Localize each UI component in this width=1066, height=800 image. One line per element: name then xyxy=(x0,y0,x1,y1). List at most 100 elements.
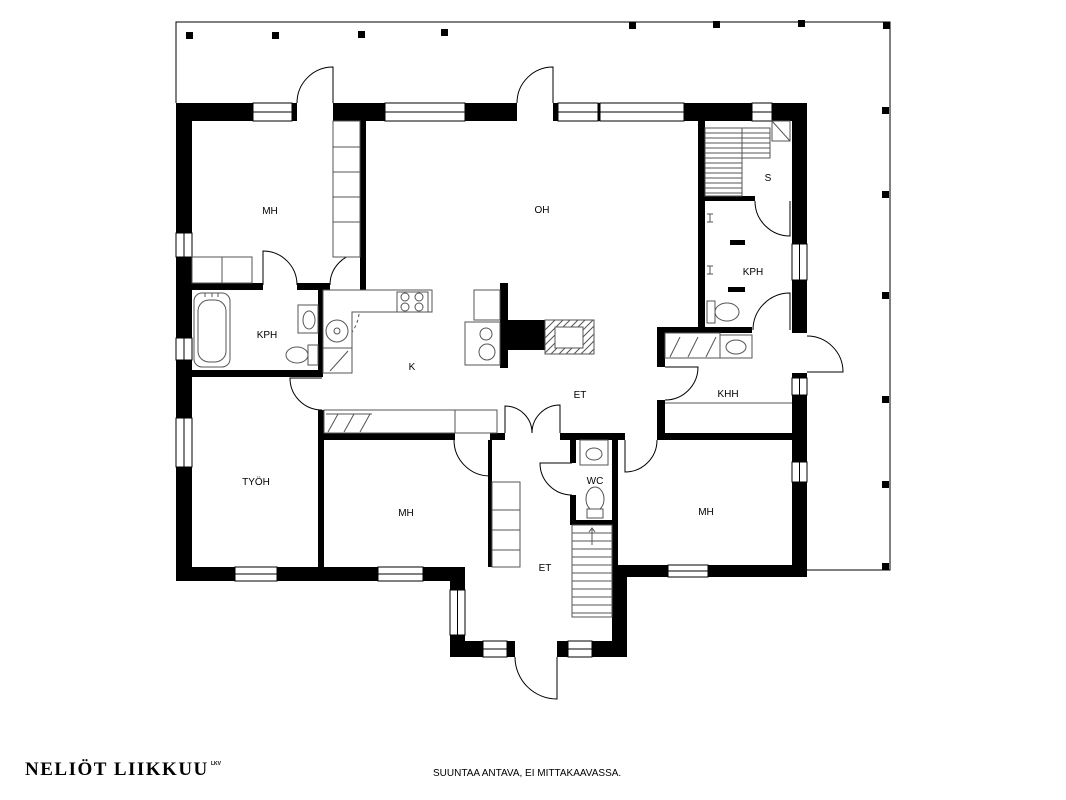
terrace-post xyxy=(883,22,890,29)
appliance-marks xyxy=(669,336,717,358)
washbasin-bowl xyxy=(302,310,316,330)
stove-base xyxy=(473,289,501,321)
terrace-post xyxy=(186,32,193,39)
terrace-post xyxy=(882,481,889,488)
door-swing xyxy=(516,66,554,104)
fixtures xyxy=(191,120,792,618)
window xyxy=(234,566,278,582)
window xyxy=(175,337,193,361)
appliance-marks xyxy=(326,413,372,433)
window xyxy=(557,102,599,122)
burner xyxy=(400,302,410,312)
terrace-post xyxy=(358,31,365,38)
fireplace-firebox xyxy=(554,326,584,349)
room-label-oh: OH xyxy=(535,205,550,216)
burner xyxy=(414,302,424,312)
washing-counter xyxy=(664,332,721,359)
room-label-mh-east: MH xyxy=(698,507,714,518)
wardrobe xyxy=(332,120,361,258)
room-label-kph-west: KPH xyxy=(257,330,278,341)
shower-head-icon xyxy=(707,265,713,275)
room-label-tyoh: TYÖH xyxy=(242,476,270,488)
door-swing xyxy=(624,439,658,473)
bathtub-faucet xyxy=(204,293,219,297)
terrace-post xyxy=(882,563,889,570)
door-swing xyxy=(806,335,844,373)
terrace-post xyxy=(882,396,889,403)
dishwasher-mark xyxy=(329,350,349,372)
wardrobe-dividers xyxy=(333,146,360,223)
window xyxy=(482,640,508,658)
window xyxy=(377,566,424,582)
burner xyxy=(400,292,410,302)
window xyxy=(175,232,193,258)
room-label-kph-east: KPH xyxy=(743,267,764,278)
door-swing xyxy=(262,250,298,286)
door-swing xyxy=(453,439,491,477)
doors xyxy=(262,66,844,700)
door-swing xyxy=(296,66,334,104)
room-label-mh-middle: MH xyxy=(398,508,414,519)
room-label-k: K xyxy=(409,362,416,373)
lower-cabinet xyxy=(454,409,498,434)
entry-wardrobe xyxy=(491,481,521,568)
stair-direction-arrow-icon xyxy=(588,527,596,545)
footer: NELIÖT LIIKKUU LKV SUUNTAA ANTAVA, EI MI… xyxy=(25,759,621,780)
window xyxy=(449,589,466,636)
window xyxy=(175,417,193,468)
sauna-bench-slats xyxy=(705,132,742,194)
terrace-post xyxy=(882,191,889,198)
door-swing xyxy=(539,462,573,496)
terrace-post xyxy=(798,20,805,27)
window xyxy=(384,102,466,122)
toilet-tank xyxy=(307,344,319,366)
burner xyxy=(414,292,424,302)
window xyxy=(791,377,808,396)
room-label-s: S xyxy=(765,173,772,184)
room-label-khh: KHH xyxy=(717,389,738,400)
wc-toilet-bowl xyxy=(585,486,605,512)
room-label-et-hall: ET xyxy=(574,390,587,401)
window xyxy=(567,640,593,658)
scale-disclaimer: SUUNTAA ANTAVA, EI MITTAKAAVASSA. xyxy=(433,768,621,779)
terrace-post xyxy=(629,22,636,29)
terrace-post xyxy=(441,29,448,36)
terrace-post xyxy=(882,107,889,114)
door-swing xyxy=(531,404,561,434)
terrace-post xyxy=(713,21,720,28)
toilet-bowl xyxy=(285,346,309,364)
door-swing xyxy=(754,200,791,237)
interior-walls xyxy=(192,121,792,567)
door-swing xyxy=(664,366,699,401)
toilet-bowl xyxy=(714,302,740,322)
room-label-wc: WC xyxy=(587,476,604,487)
window xyxy=(252,102,293,122)
terrace-post xyxy=(272,32,279,39)
wardrobe-dividers xyxy=(492,509,520,551)
window xyxy=(791,243,808,281)
window xyxy=(599,102,685,122)
lower-counter xyxy=(323,409,456,434)
shower-head-icon xyxy=(707,213,713,223)
terrace-post xyxy=(882,292,889,299)
sauna-bench-slats xyxy=(742,132,770,154)
room-label-et-entry: ET xyxy=(539,563,552,574)
brand-logo-suffix: LKV xyxy=(211,761,222,767)
room-labels: MH OH S KPH KPH K ET KHH TYÖH MH WC MH E… xyxy=(242,173,772,574)
kitchen-sink-drain xyxy=(333,327,341,335)
door-swing xyxy=(752,292,791,331)
windows xyxy=(175,102,808,658)
window xyxy=(667,564,709,578)
room-label-mh-northwest: MH xyxy=(262,206,278,217)
window xyxy=(751,102,773,122)
wc-toilet-tank xyxy=(586,508,604,519)
stove-hotplate xyxy=(479,327,493,341)
door-swing xyxy=(514,656,558,700)
door-swing xyxy=(329,252,363,286)
wc-washbasin-bowl xyxy=(585,447,603,461)
sauna-bench xyxy=(704,127,743,197)
sauna-heater-mark xyxy=(771,120,791,142)
bathtub-basin xyxy=(197,299,227,363)
terrace xyxy=(175,20,891,571)
